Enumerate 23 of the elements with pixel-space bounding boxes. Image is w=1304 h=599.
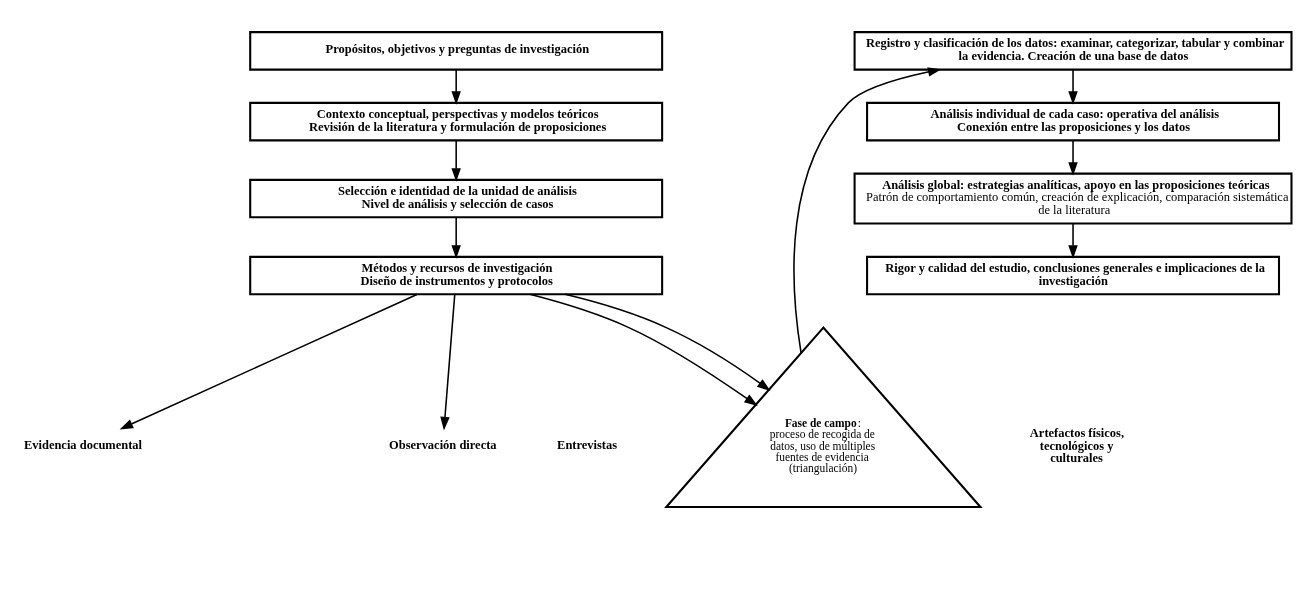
node-box: Métodos y recursos de investigación Diseño de instrumentos y protocolos	[249, 255, 664, 296]
node-box: Selección e identidad de la unidad de análisis Nivel de análisis y selección de casos	[249, 178, 664, 219]
arrow	[1068, 139, 1078, 176]
node-text: Observación directa	[389, 438, 497, 453]
node-box: Rigor y calidad del estudio, conclusiones generales e implicaciones de la investigación	[866, 255, 1281, 296]
arrow	[119, 293, 418, 430]
node-text: Evidencia documental	[23, 438, 143, 453]
arrow	[451, 69, 461, 105]
arrow	[529, 293, 758, 407]
arrow	[564, 293, 771, 391]
arrow	[1068, 222, 1078, 259]
arrow	[1068, 69, 1078, 105]
label: Artefactos físicos, tecnológicos y culturales	[1029, 426, 1125, 466]
node-box: Análisis individual de cada caso: operativa del análisis Conexión entre las proposiciones y los datos	[866, 101, 1281, 142]
node-box: Análisis global: estrategias analíticas, apoyo en las proposiciones teóricas Patrón de comportamiento común, creación de explicación, comparación sistemática de la literatura	[853, 172, 1293, 225]
node-box: Registro y clasificación de los datos: examinar, categorizar, tabular y combinar la evidencia. Creación de una base de datos	[853, 31, 1293, 71]
node-box: Contexto conceptual, perspectivas y modelos teóricos Revisión de la literatura y formulación de proposiciones	[249, 101, 664, 142]
arrow	[440, 293, 456, 431]
node-box: Propósitos, objetivos y preguntas de investigación	[249, 31, 664, 71]
arrow	[451, 139, 461, 182]
arrow	[793, 67, 942, 354]
arrow	[451, 216, 461, 259]
label: Entrevistas	[557, 438, 618, 453]
